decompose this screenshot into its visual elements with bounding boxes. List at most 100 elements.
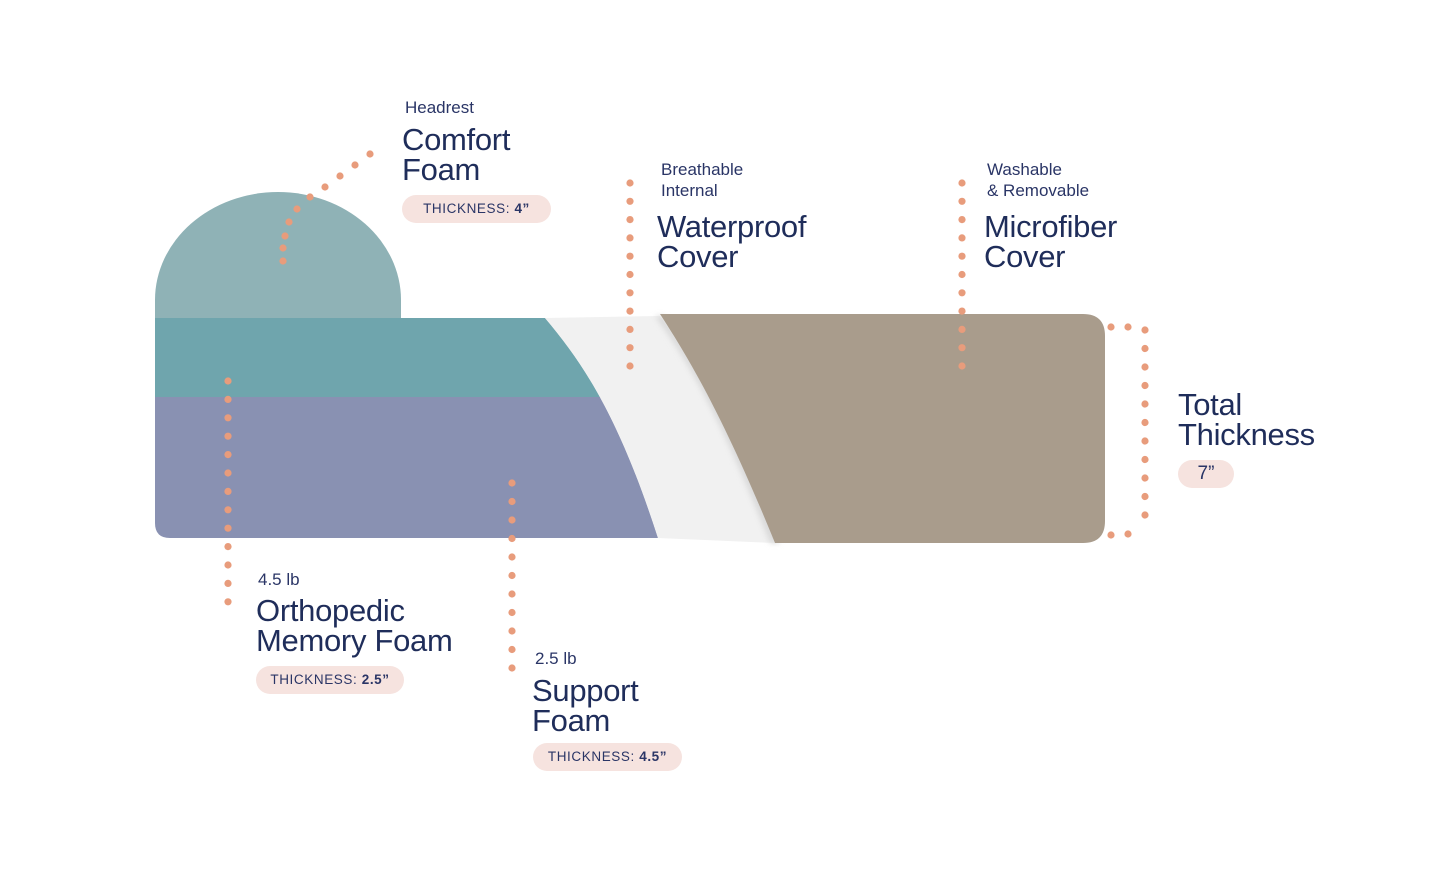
waterproof-leader-dot <box>626 307 634 315</box>
orthopedic-leader-dot <box>224 414 232 422</box>
orthopedic-leader-dot <box>224 506 232 514</box>
total-thickness-bracket-dot <box>1107 531 1115 539</box>
waterproof-cover-title: Waterproof Cover <box>657 209 807 274</box>
microfiber-title-line1: Microfiber <box>984 209 1118 244</box>
microfiber-cover-layer <box>660 314 1105 543</box>
microfiber-leader-dot <box>958 197 966 205</box>
comfort-foam-leader-dot <box>351 161 359 169</box>
orthopedic-leader-dot <box>224 543 232 551</box>
support-foam-title: Support Foam <box>532 673 639 738</box>
orthopedic-leader-dot <box>224 561 232 569</box>
comfort-foam-leader-dot <box>321 183 329 191</box>
orthopedic-leader-dot <box>224 598 232 606</box>
orthopedic-thickness-prefix: THICKNESS: <box>270 672 358 687</box>
support-leader-dot <box>508 497 516 506</box>
total-title-line1: Total <box>1178 387 1242 422</box>
total-thickness-bracket-dot <box>1141 381 1149 390</box>
total-thickness-value: 7” <box>1197 463 1215 484</box>
comfort-foam-leader-dot <box>306 193 314 201</box>
microfiber-leader-dot <box>958 344 966 352</box>
orthopedic-thickness-value: 2.5” <box>361 672 390 687</box>
comfort-foam-title: Comfort Foam <box>402 122 511 185</box>
support-leader-dot <box>508 590 516 598</box>
support-thickness-prefix: THICKNESS: <box>547 749 635 764</box>
comfort-foam-leader-dot <box>279 244 287 252</box>
total-thickness-bracket-dot <box>1141 474 1149 482</box>
comfort-foam-title-line1: Comfort <box>402 122 511 157</box>
support-leader-dot <box>508 534 516 543</box>
microfiber-sub-line2: & Removable <box>987 181 1090 200</box>
support-leader-dot <box>508 645 516 654</box>
microfiber-leader-dot <box>958 234 966 242</box>
support-leader-dot <box>508 608 516 617</box>
waterproof-leader-dot <box>626 252 634 260</box>
waterproof-title-line1: Waterproof <box>657 209 807 244</box>
orthopedic-leader-dot <box>224 469 232 477</box>
foam-slab <box>155 318 658 538</box>
support-title-line2: Foam <box>532 703 611 738</box>
comfort-foam-leader-dot <box>281 232 289 240</box>
support-leader-dot <box>508 627 516 635</box>
total-title-line2: Thickness <box>1178 417 1315 452</box>
orthopedic-foam-title: Orthopedic Memory Foam <box>256 593 453 658</box>
waterproof-sub-line1: Breathable <box>661 160 744 179</box>
waterproof-sub-line2: Internal <box>661 181 718 200</box>
total-thickness-bracket-dot <box>1141 492 1149 501</box>
total-thickness-bracket-dot <box>1141 400 1149 408</box>
support-thickness-value: 4.5” <box>639 749 668 764</box>
support-title-line1: Support <box>532 673 639 708</box>
microfiber-leader-dot <box>958 252 966 260</box>
microfiber-sub-line1: Washable <box>987 160 1062 179</box>
microfiber-leader-dot <box>958 270 966 279</box>
orthopedic-leader-dot <box>224 579 232 588</box>
orthopedic-title-line2: Memory Foam <box>256 623 453 658</box>
total-thickness-bracket-dot <box>1141 437 1149 445</box>
orthopedic-leader-dot <box>224 432 232 440</box>
waterproof-leader-dot <box>626 216 634 224</box>
support-foam-thickness-badge: THICKNESS: 4.5” <box>533 743 682 771</box>
total-thickness-bracket-dot <box>1141 511 1149 519</box>
total-thickness-bracket-dot <box>1141 418 1149 427</box>
comfort-foam-sublabel: Headrest <box>405 98 474 117</box>
comfort-thickness-prefix: THICKNESS: <box>423 201 511 216</box>
waterproof-leader-dot <box>626 325 634 333</box>
microfiber-leader-dot <box>958 307 966 315</box>
comfort-foam-leader-dot <box>285 218 293 226</box>
waterproof-cover-sublabel: Breathable Internal <box>661 159 743 201</box>
microfiber-leader-dot <box>958 216 966 224</box>
total-thickness-bracket-dot <box>1141 363 1149 371</box>
support-foam-layer <box>155 397 658 538</box>
waterproof-title-line2: Cover <box>657 239 739 274</box>
waterproof-leader-dot <box>626 234 634 242</box>
orthopedic-leader-dot <box>224 395 232 403</box>
orthopedic-leader-dot <box>224 524 232 532</box>
total-thickness-bracket-dot <box>1141 455 1149 464</box>
microfiber-cover-sublabel: Washable & Removable <box>987 159 1089 201</box>
support-leader-dot <box>508 479 516 487</box>
total-thickness-bracket-dot <box>1141 326 1149 334</box>
orthopedic-foam-thickness-badge: THICKNESS: 2.5” <box>256 666 404 694</box>
total-thickness-bracket-dot <box>1124 323 1132 331</box>
leader-dots <box>224 150 1149 672</box>
waterproof-leader-dot <box>626 197 634 205</box>
support-foam-sublabel: 2.5 lb <box>535 649 577 668</box>
microfiber-title-line2: Cover <box>984 239 1066 274</box>
support-leader-dot <box>508 571 516 580</box>
comfort-thickness-value: 4” <box>514 201 530 216</box>
total-thickness-bracket-dot <box>1124 530 1132 538</box>
orthopedic-leader-dot <box>224 487 232 495</box>
microfiber-leader-dot <box>958 325 966 333</box>
waterproof-cover-band <box>545 316 775 543</box>
total-thickness-title: Total Thickness <box>1178 387 1315 452</box>
microfiber-cover-title: Microfiber Cover <box>984 209 1118 274</box>
comfort-foam-headrest <box>155 192 401 320</box>
comfort-foam-leader-dot <box>279 257 287 265</box>
comfort-foam-thickness-badge: THICKNESS: 4” <box>402 195 551 223</box>
microfiber-leader-dot <box>958 362 966 370</box>
total-thickness-badge: 7” <box>1178 460 1234 488</box>
waterproof-leader-dot <box>626 362 634 370</box>
waterproof-leader-dot <box>626 289 634 297</box>
total-thickness-bracket-dot <box>1141 344 1149 353</box>
orthopedic-title-line1: Orthopedic <box>256 593 405 628</box>
